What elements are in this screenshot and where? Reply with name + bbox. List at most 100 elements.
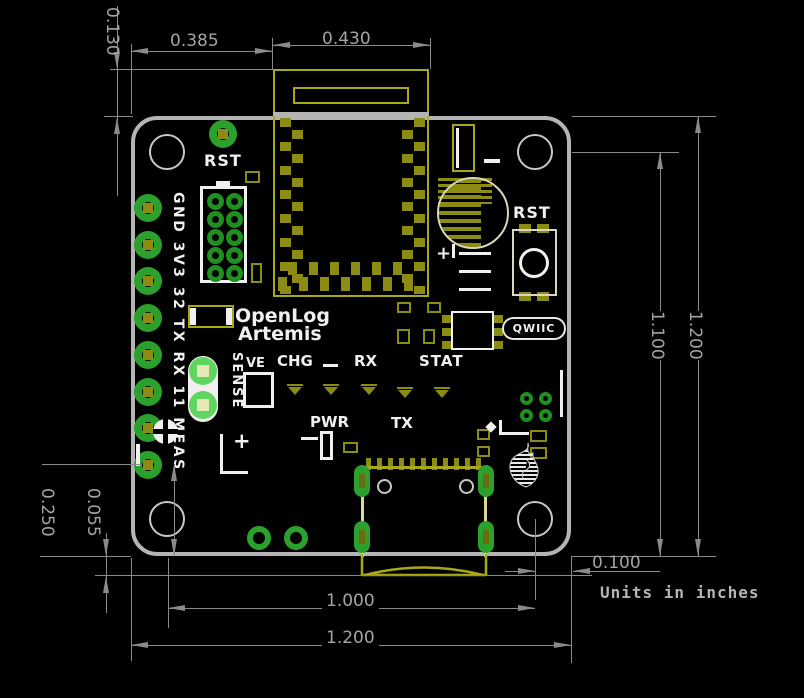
passive-component — [423, 329, 435, 344]
dim-line — [174, 464, 175, 556]
dim-arrow — [695, 116, 701, 133]
battery-plus: + — [233, 429, 251, 453]
passive-component — [530, 430, 547, 442]
cap-polarity-bar — [452, 244, 455, 258]
ve-jumper-box — [243, 372, 274, 408]
usb-shield-pad — [478, 465, 494, 497]
module-pads-left-outer — [280, 118, 291, 294]
dim-arrow — [103, 576, 109, 593]
pwr-label: PWR — [310, 413, 350, 431]
pin-hole-2 — [134, 231, 162, 259]
supercap-outline — [437, 177, 509, 249]
module-pads-left-inner — [292, 130, 303, 296]
dim-ref-line — [572, 152, 679, 153]
dim-arrow — [255, 48, 272, 54]
resistor-cap — [190, 308, 196, 325]
corner-bracket — [499, 420, 529, 435]
mount-hole-top-right — [517, 134, 553, 170]
bottom-hole-1 — [247, 526, 271, 550]
ic-pad — [494, 315, 503, 323]
dim-arrow — [131, 642, 148, 648]
dim-arrow — [171, 464, 177, 481]
sparkfun-flame-logo — [509, 442, 539, 488]
mount-hole-top-left — [149, 134, 185, 170]
header-hole — [207, 247, 224, 264]
qwiic-hole — [539, 409, 552, 422]
mount-hole-bottom-left — [149, 501, 185, 537]
dim-ref-line — [110, 69, 273, 70]
dim-ref-line — [572, 556, 716, 557]
dim-arrow — [657, 539, 663, 556]
dim-arrow — [131, 48, 148, 54]
led-symbol — [287, 384, 305, 396]
qwiic-hole — [520, 392, 533, 405]
header-hole — [226, 229, 243, 246]
dim-edge-to-module: 0.385 — [170, 31, 219, 51]
units-note: Units in inches — [600, 583, 760, 602]
dim-line — [272, 45, 430, 46]
rst-top-label: RST — [204, 151, 242, 170]
cap-line — [459, 252, 491, 255]
pin-hole-5 — [134, 341, 162, 369]
dim-arrow — [171, 539, 177, 556]
dim-arrow — [518, 605, 535, 611]
product-name-line2: Artemis — [238, 323, 322, 345]
dim-module-overhang: 0.130 — [102, 7, 122, 56]
dim-hole-spacing: 1.000 — [322, 591, 379, 611]
silk-dash — [484, 159, 500, 163]
led-symbol — [397, 387, 415, 399]
jumper-dash — [323, 364, 338, 367]
ve-label: VE — [246, 356, 265, 371]
bottom-hole-2 — [284, 526, 308, 550]
dim-arrow — [518, 568, 535, 574]
button-pad — [519, 292, 531, 301]
module-pads-right-outer — [414, 118, 425, 294]
chip-antenna — [293, 87, 409, 104]
usb-side-right — [484, 469, 487, 557]
dim-board-height: 1.200 — [685, 311, 705, 360]
dim-ref-line — [95, 575, 592, 576]
reset-button-body — [512, 229, 557, 296]
usb-align-hole — [377, 479, 392, 494]
usb-shield-pad — [354, 465, 370, 497]
usb-align-hole — [459, 479, 474, 494]
ic-pad — [442, 341, 451, 349]
button-pad — [537, 224, 549, 233]
dim-module-width: 0.430 — [322, 29, 371, 49]
product-name-line1: OpenLog — [235, 305, 330, 327]
resistor-cap — [226, 308, 232, 325]
crosshair-fiducial — [153, 419, 178, 444]
button-pad — [519, 224, 531, 233]
chg-label: CHG — [277, 352, 313, 370]
usb-top-edge — [361, 466, 488, 469]
dim-board-width: 1.200 — [322, 628, 379, 648]
dim-arrow — [114, 117, 120, 134]
passive-component — [397, 302, 411, 313]
dim-ref-line — [40, 556, 131, 557]
dim-line — [573, 571, 660, 572]
dim-arrow — [413, 42, 430, 48]
ic-pad — [494, 328, 503, 336]
qwiic-logo: QWIIC — [502, 317, 566, 340]
passive-component — [245, 171, 260, 183]
smd-component-mark — [456, 128, 459, 168]
qwiic-hole — [520, 409, 533, 422]
passive-component — [343, 442, 358, 453]
swd-header-outline — [200, 186, 247, 283]
dim-arrow — [168, 605, 185, 611]
usb-overhang-outline — [360, 554, 488, 577]
ic-pad — [494, 341, 503, 349]
ic-pad — [442, 315, 451, 323]
swd-header-notch — [216, 181, 230, 187]
led-symbol — [361, 384, 379, 396]
dim-hole-inset: 0.100 — [592, 553, 641, 573]
pwr-mark-line — [301, 437, 318, 440]
dim-arrow — [573, 568, 590, 574]
passive-component — [251, 263, 262, 283]
usb-side-left — [361, 469, 364, 557]
header-hole — [226, 265, 243, 282]
dim-ref-line — [430, 38, 431, 69]
cap-plus: + — [436, 243, 452, 264]
header-hole — [207, 193, 224, 210]
